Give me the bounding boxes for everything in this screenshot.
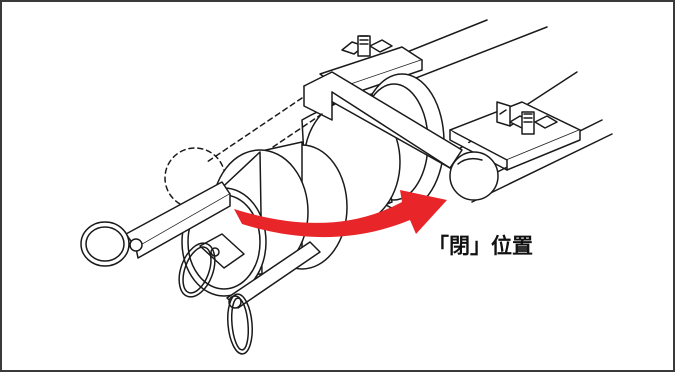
front-bracket xyxy=(449,101,581,171)
valve-handle xyxy=(303,71,499,201)
coupling-cap xyxy=(181,141,348,297)
rotation-arrow xyxy=(234,190,447,238)
pull-rings xyxy=(80,221,253,355)
closed-position-label: 「閉」位置 xyxy=(428,234,533,258)
cam-arm xyxy=(125,181,231,259)
